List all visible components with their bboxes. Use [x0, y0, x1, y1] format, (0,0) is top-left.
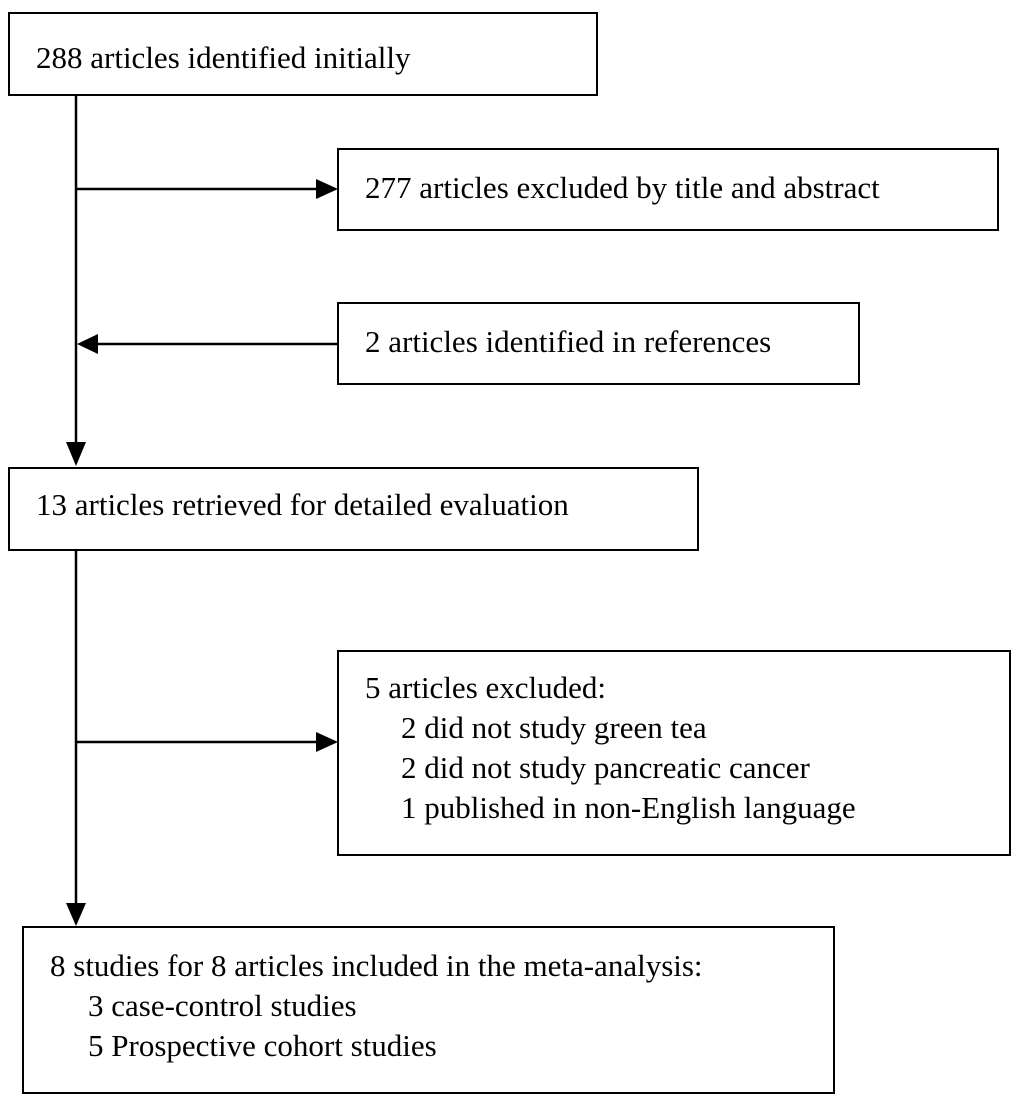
- arrow-left-from-references: [77, 334, 98, 354]
- box-initial-text: 288 articles identified initially: [36, 40, 411, 75]
- arrow-down-to-retrieved: [66, 442, 86, 466]
- box-excluded-detail: 5 articles excluded: 2 did not study gre…: [337, 650, 1011, 856]
- excluded-detail-heading: 5 articles excluded:: [365, 670, 607, 705]
- box-excluded-title: 277 articles excluded by title and abstr…: [337, 148, 999, 231]
- excluded-reason: 1 published in non-English language: [401, 790, 856, 825]
- box-included: 8 studies for 8 articles included in the…: [22, 926, 835, 1094]
- box-retrieved: 13 articles retrieved for detailed evalu…: [8, 467, 699, 551]
- box-references-text: 2 articles identified in references: [365, 324, 772, 359]
- excluded-reason: 2 did not study pancreatic cancer: [401, 750, 810, 785]
- box-references: 2 articles identified in references: [337, 302, 860, 385]
- box-excluded-title-text: 277 articles excluded by title and abstr…: [365, 170, 880, 205]
- excluded-reason: 2 did not study green tea: [401, 710, 707, 745]
- included-heading: 8 studies for 8 articles included in the…: [50, 948, 703, 983]
- box-initial: 288 articles identified initially: [8, 12, 598, 96]
- included-study-type: 3 case-control studies: [88, 988, 357, 1023]
- arrow-right-to-excluded-title: [316, 179, 338, 199]
- box-retrieved-text: 13 articles retrieved for detailed evalu…: [36, 487, 569, 522]
- included-study-type: 5 Prospective cohort studies: [88, 1028, 437, 1063]
- arrow-down-to-included: [66, 903, 86, 926]
- arrow-right-to-excluded-detail: [316, 732, 338, 752]
